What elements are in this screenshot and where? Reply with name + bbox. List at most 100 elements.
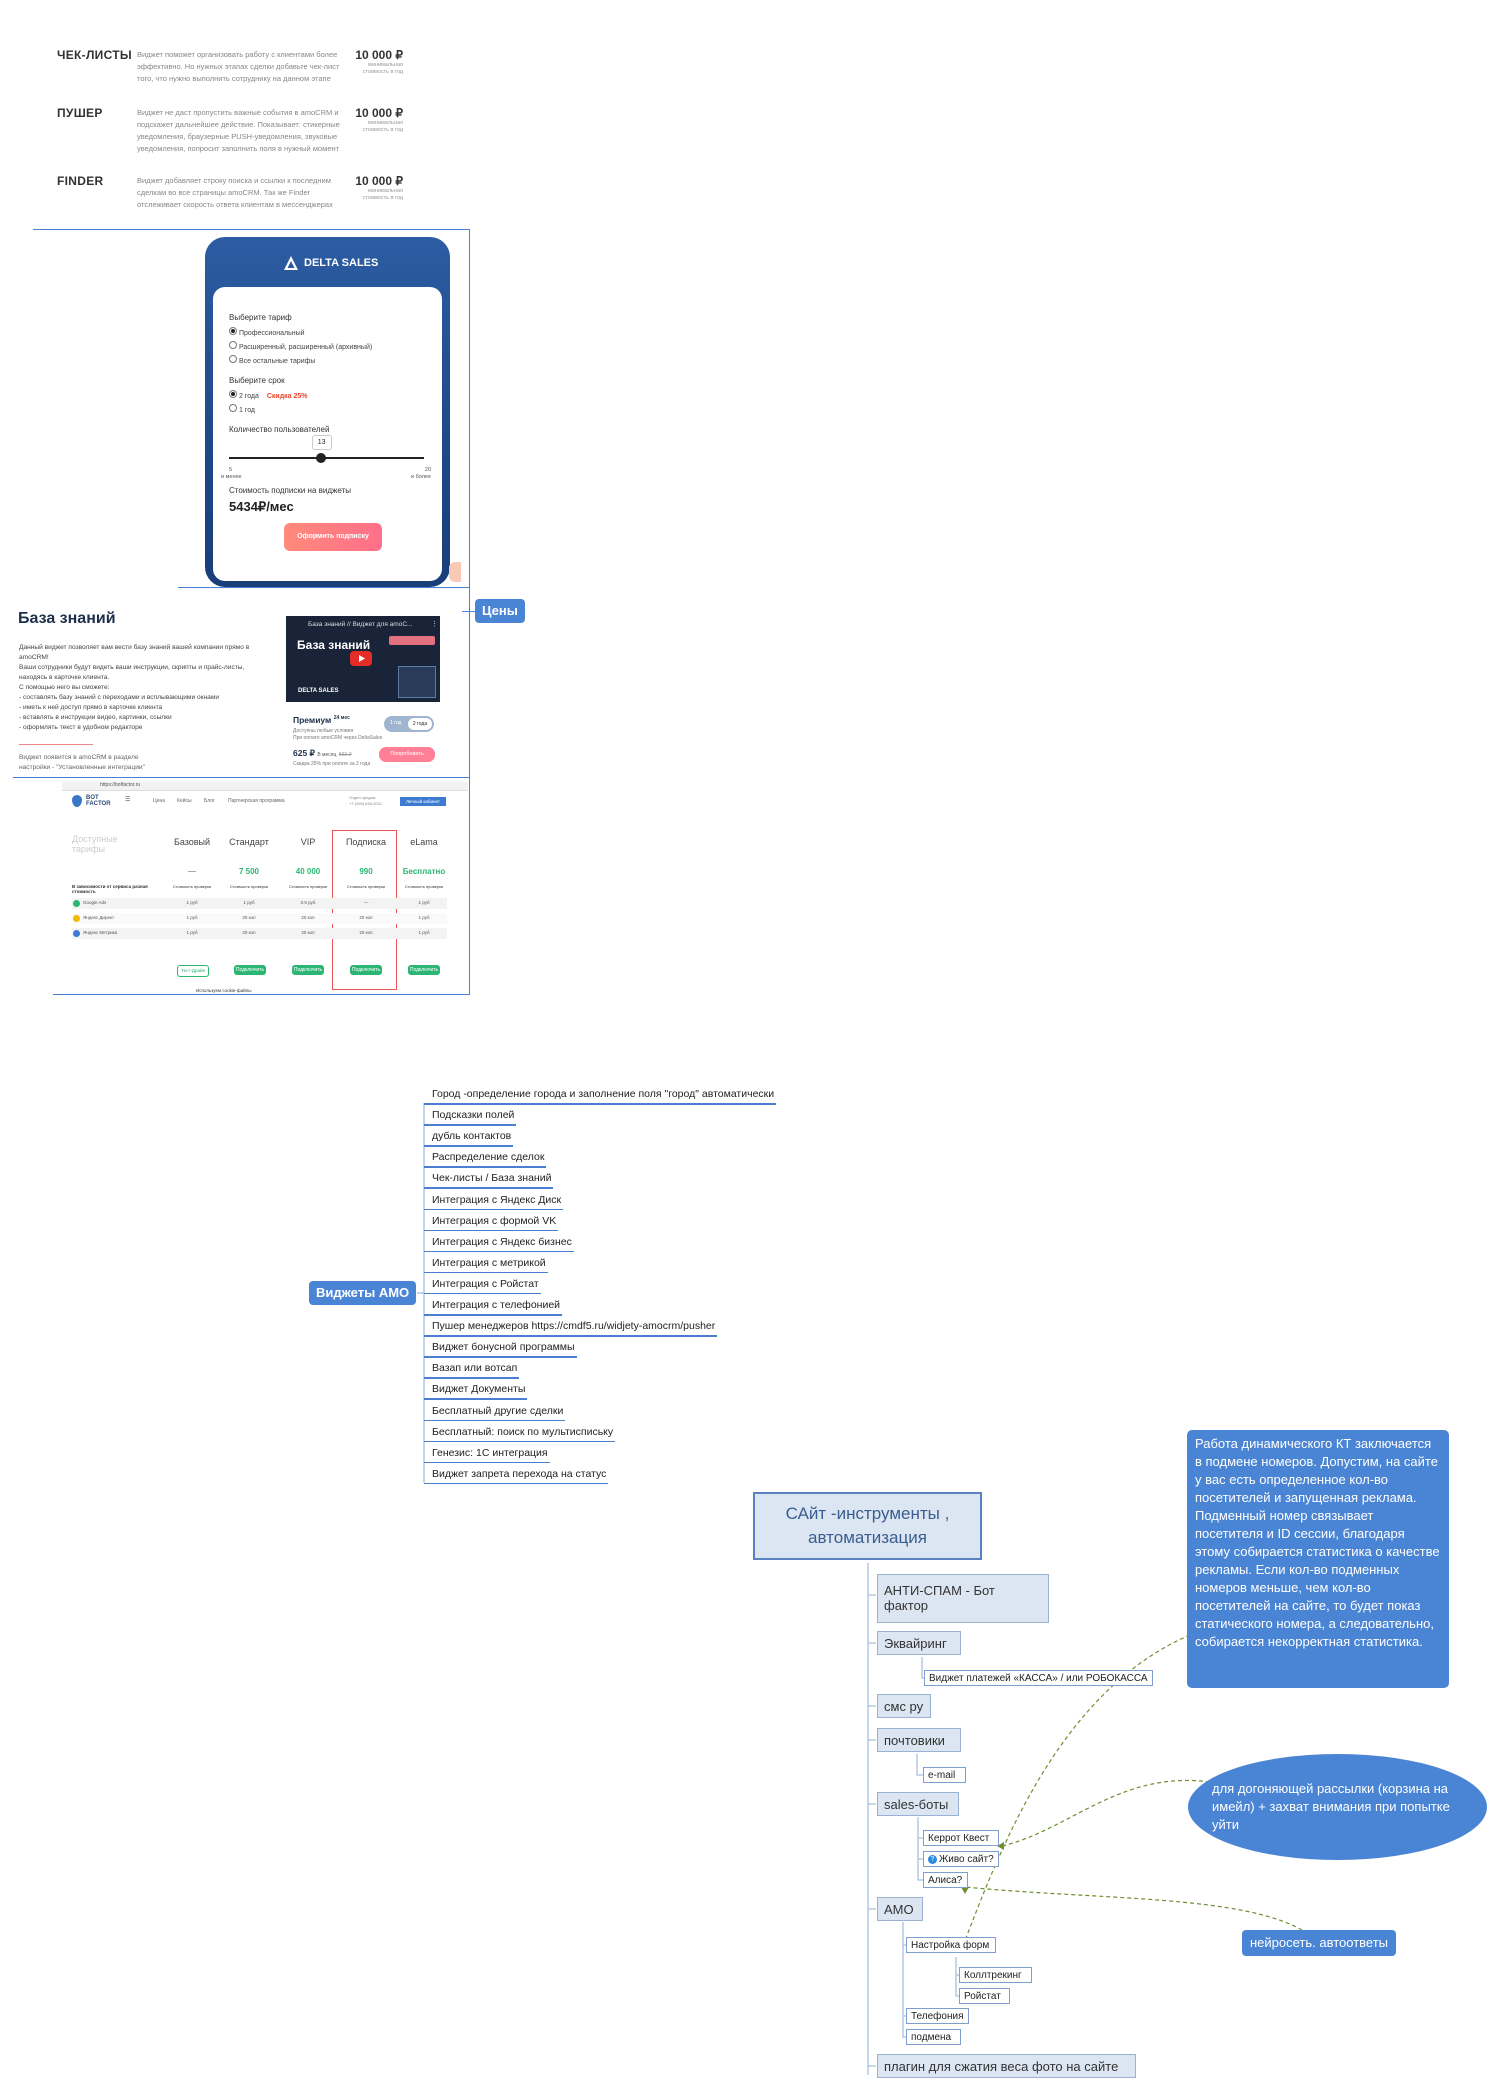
widget-list-item[interactable]: Генезис: 1С интеграция <box>432 1446 548 1459</box>
node-email[interactable]: e-mail <box>923 1767 966 1783</box>
node-photo-plugin[interactable]: плагин для сжатия веса фото на сайте <box>877 2054 1136 2078</box>
note-dynamic-calltracking[interactable]: Работа динамического КТ заключается в по… <box>1187 1430 1449 1688</box>
connect-button[interactable]: Подключить <box>350 965 382 975</box>
widget-list-item[interactable]: Интеграция с Ройстат <box>432 1277 539 1290</box>
widget-list-item[interactable]: Подсказки полей <box>432 1109 515 1122</box>
tariff-price: — <box>188 867 196 876</box>
shield-icon <box>72 795 82 807</box>
widget-list-item[interactable]: Виджет бонусной программы <box>432 1341 575 1354</box>
nav-item[interactable]: Цена <box>153 798 166 804</box>
connect-button[interactable]: Подключить <box>234 965 266 975</box>
branch-lines <box>917 1817 923 1881</box>
widget-list-item[interactable]: Пушер менеджеров https://cmdf5.ru/widjet… <box>432 1320 716 1333</box>
question-icon: ? <box>928 1854 937 1864</box>
toggle-option[interactable]: 1 год <box>390 720 402 726</box>
kb-title: База знаний <box>18 610 116 627</box>
slider-thumb[interactable] <box>315 453 326 463</box>
widget-list-item[interactable]: Вазап или вотсап <box>432 1362 518 1375</box>
widgets-amo-tag[interactable]: Виджеты АМО <box>309 1281 417 1305</box>
kb-paragraph: С помощью него вы сможете: <box>19 684 110 691</box>
dashed-link <box>964 1886 1303 1931</box>
radio-icon <box>229 327 237 335</box>
row-label: Яндекс Метрика <box>83 930 118 935</box>
widget-underline <box>424 1103 777 1105</box>
widget-list-item[interactable]: Виджет Документы <box>432 1383 526 1396</box>
kb-text: Данный виджет позволяет вам вести базу з… <box>19 643 264 733</box>
node-carrot-quest[interactable]: Керрот Квест <box>923 1830 999 1846</box>
kb-bullet: - составлять базу знаний с переходами и … <box>19 694 220 701</box>
tariff-column-header: Стандарт <box>229 837 269 847</box>
node-acquiring[interactable]: Эквайринг <box>877 1631 961 1655</box>
price-name: ПУШЕР <box>57 106 103 120</box>
widget-list-item[interactable]: Интеграция с телефонией <box>432 1299 561 1311</box>
toggle-option-active[interactable]: 2 года <box>408 718 432 730</box>
connect-button[interactable]: Подключить <box>408 965 440 975</box>
term-toggle[interactable]: 1 год 2 года <box>384 716 434 732</box>
widget-list-item[interactable]: Бесплатный: поиск по мультиспиську <box>432 1425 614 1438</box>
table-cell: 20 коп <box>301 930 315 935</box>
node-jivosite[interactable]: ?Живо сайт? <box>923 1851 999 1867</box>
widget-trunk <box>417 1103 425 1483</box>
node-mail[interactable]: почтовики <box>877 1728 961 1752</box>
video-menu-icon[interactable]: ⋮ <box>431 621 438 628</box>
term-option[interactable]: 2 года Скидка 25% <box>229 390 308 400</box>
subscribe-button[interactable]: Оформить подписку <box>284 523 382 551</box>
bot-phone[interactable]: Отдел продаж+7 (495) 646-0021 <box>349 795 382 807</box>
widget-list-item[interactable]: Виджет запрета перехода на статус <box>432 1467 607 1480</box>
prices-tag[interactable]: Цены <box>475 599 525 623</box>
widget-list-item[interactable]: Интеграция с Яндекс Диск <box>432 1193 562 1206</box>
plan-name-text: Премиум <box>293 715 332 725</box>
node-roistat[interactable]: Ройстат <box>959 1988 1010 2004</box>
users-slider[interactable]: 13 <box>229 435 424 463</box>
widget-list-item[interactable]: Распределение сделок <box>432 1151 545 1164</box>
kb-footer-line: настройки - "Установленные интеграции" <box>19 764 145 771</box>
menu-icon[interactable]: ☰ <box>125 797 131 803</box>
test-drive-button[interactable]: Тест-Драйв <box>177 965 209 977</box>
tariff-option[interactable]: Расширенный, расширенный (архивный) <box>229 341 372 351</box>
widget-list-item[interactable]: Чек-листы / База знаний <box>432 1172 552 1185</box>
node-form-setup[interactable]: Настройка форм <box>906 1937 996 1953</box>
connect-button[interactable]: Подключить <box>292 965 324 975</box>
widget-list-item[interactable]: дубль контактов <box>432 1130 512 1143</box>
widget-list-item[interactable]: Бесплатный другие сделки <box>432 1404 564 1417</box>
nav-item[interactable]: Блог <box>204 798 215 804</box>
node-amo[interactable]: АМО <box>877 1897 923 1921</box>
node-sms[interactable]: смс ру <box>877 1694 931 1718</box>
term-option[interactable]: 1 год <box>229 404 255 414</box>
tariff-option[interactable]: Все остальные тарифы <box>229 355 315 365</box>
node-alice[interactable]: Алиса? <box>923 1872 968 1888</box>
widget-list-item[interactable]: Город -определение города и заполнение п… <box>432 1088 775 1100</box>
col-sub: Стоимость проверки <box>172 884 212 889</box>
branch-lines <box>868 1594 876 2067</box>
widget-list-item[interactable]: Интеграция с Яндекс бизнес <box>432 1235 572 1248</box>
note-cart-mailing[interactable]: для догоняющей рассылки (корзина на имей… <box>1188 1754 1487 1860</box>
mindmap-root[interactable]: САйт -инструменты , автоматизация <box>753 1492 982 1560</box>
node-telephony[interactable]: Телефония <box>906 2008 969 2024</box>
tariff-option[interactable]: Профессиональный <box>229 327 305 337</box>
node-antispam[interactable]: АНТИ-СПАМ - Бот фактор <box>877 1574 1049 1623</box>
note-ai-replies[interactable]: нейросеть. автоответы <box>1242 1930 1397 1956</box>
kb-bullet: - вставлять в инструкции видео, картинки… <box>19 714 172 721</box>
try-button[interactable]: Попробовать <box>379 747 435 762</box>
node-acquiring-widget[interactable]: Виджет платежей «КАССА» / или РОБОКАССА <box>924 1670 1153 1686</box>
browser-url[interactable]: https://botfactor.ru <box>100 782 141 788</box>
widget-underline <box>424 1145 514 1147</box>
nav-item[interactable]: Партнерская программа <box>228 798 285 804</box>
widget-list-item[interactable]: Интеграция с метрикой <box>432 1256 546 1269</box>
tariff-price: 40 000 <box>295 867 321 876</box>
nav-item[interactable]: Кейсы <box>177 798 192 804</box>
cabinet-button[interactable]: Личный кабинет <box>400 797 446 806</box>
widget-list-item[interactable]: Интеграция с формой VK <box>432 1214 557 1227</box>
play-icon[interactable] <box>350 651 372 666</box>
kb-video[interactable]: База знаний // Виджет для amoC... ⋮ База… <box>286 616 440 702</box>
kb-price-old: 833 ₽ <box>338 752 352 758</box>
node-substitution[interactable]: подмена <box>906 2029 961 2045</box>
price-unit: минимальная стоимость в год <box>362 188 403 201</box>
plan-desc-line: При оплате amoCRM через DeltaSales <box>293 735 383 741</box>
node-calltracking[interactable]: Коллтрекинг <box>959 1967 1032 1983</box>
node-sales-bots[interactable]: sales-боты <box>877 1792 959 1816</box>
cost-label: Стоимость подписки на виджеты <box>229 486 351 495</box>
term-option-label: 1 год <box>238 407 256 414</box>
